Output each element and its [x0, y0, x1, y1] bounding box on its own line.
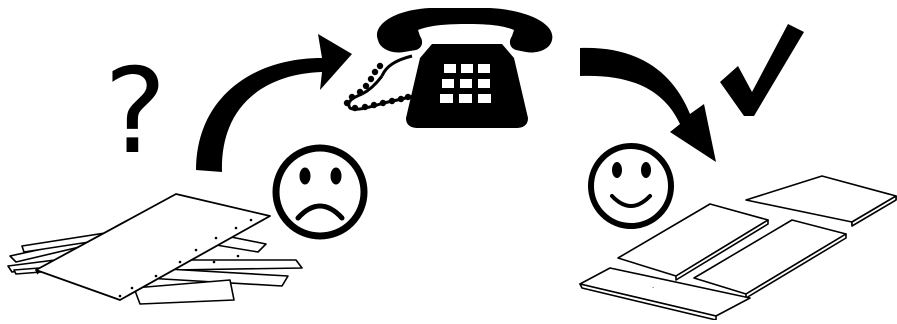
board — [746, 176, 896, 222]
checkmark-icon — [720, 24, 804, 116]
phone-keypad — [440, 64, 491, 103]
curved-arrow-down-right-icon — [580, 48, 716, 162]
messy-board-pile — [8, 194, 302, 304]
board-mark: · — [652, 284, 654, 292]
sad-face-icon — [276, 148, 364, 236]
question-mark: ? — [104, 42, 167, 180]
telephone-icon — [344, 8, 553, 128]
happy-face-icon — [591, 146, 671, 226]
